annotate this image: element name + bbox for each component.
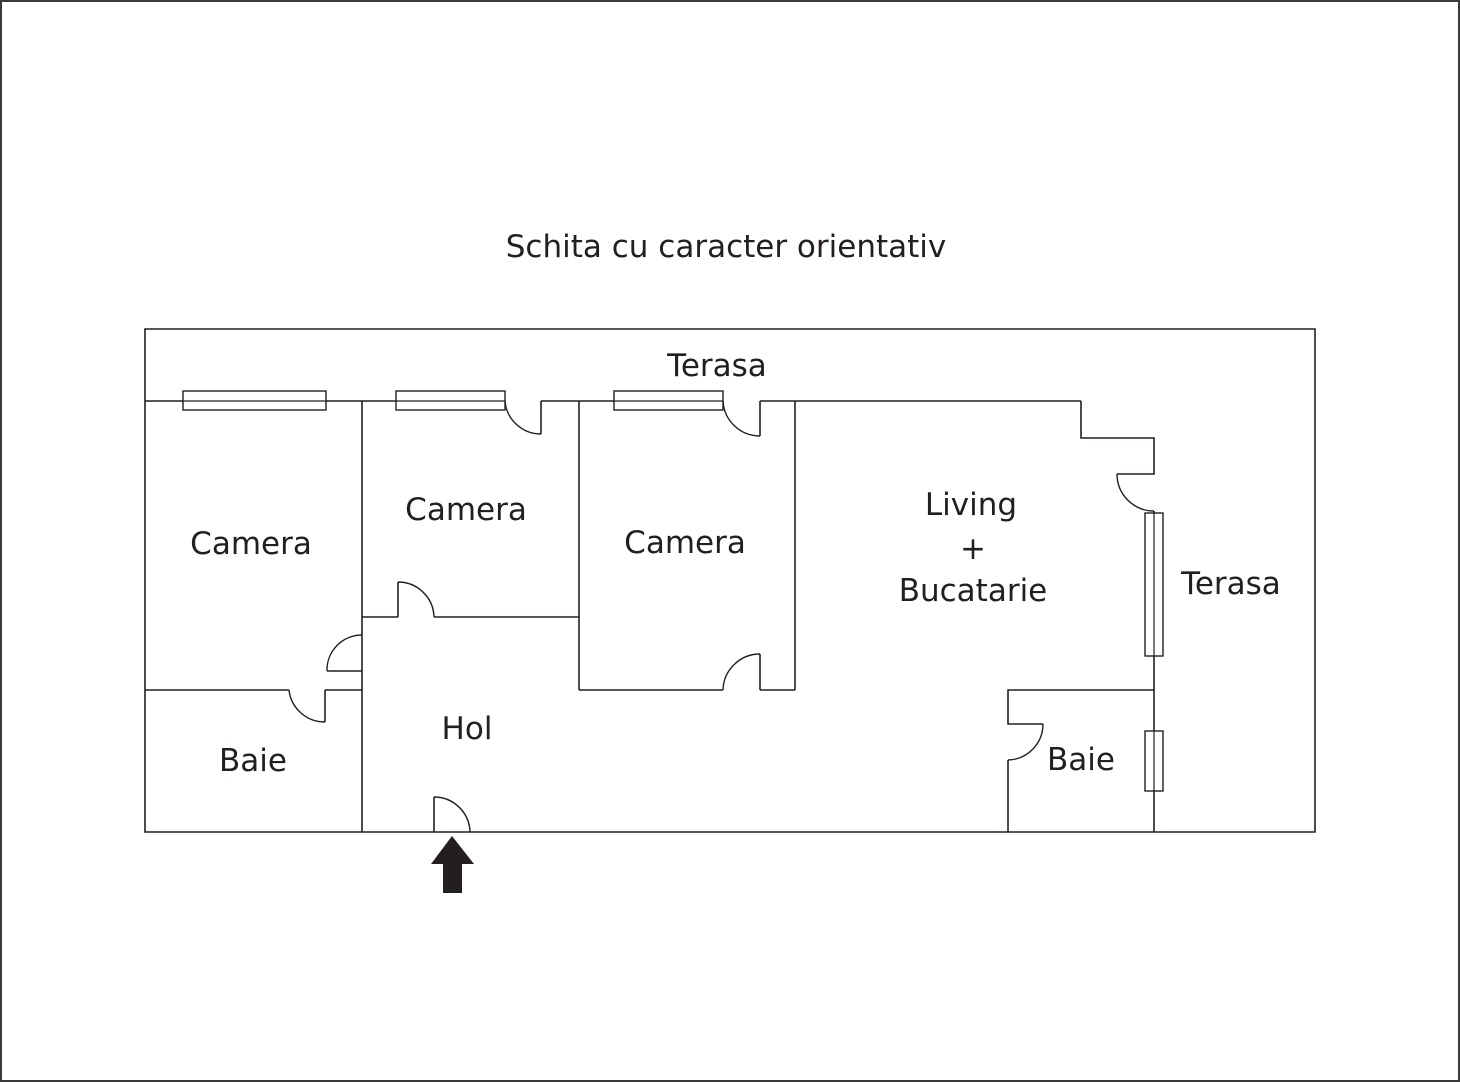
label-camera-middle: Camera — [405, 492, 527, 528]
label-living: Living — [925, 487, 1017, 523]
door-swing-camera-middle — [397, 581, 435, 618]
window-camera-left — [182, 390, 327, 411]
outer-boundary — [144, 328, 1316, 833]
window-camera-right — [613, 390, 724, 411]
window-camera-middle — [395, 390, 506, 411]
label-camera-left: Camera — [190, 526, 312, 562]
label-terasa-top: Terasa — [666, 348, 767, 384]
living-step-wall — [1080, 401, 1155, 475]
label-living-plus: + — [960, 531, 986, 567]
door-swing-living-terrace — [1116, 473, 1155, 512]
label-hol: Hol — [442, 711, 493, 747]
door-swing-entrance — [433, 796, 471, 833]
window-baie-right — [1144, 730, 1164, 792]
wall-baie-right — [1007, 689, 1154, 725]
label-terasa-right: Terasa — [1180, 566, 1281, 602]
label-camera-right: Camera — [624, 525, 746, 561]
door-swing-baie-right — [1007, 723, 1044, 761]
door-swing-camera-right — [722, 653, 761, 691]
door-swing-camera-left — [326, 634, 363, 672]
label-baie-right: Baie — [1047, 742, 1115, 778]
plan-title: Schita cu caracter orientativ — [506, 229, 947, 265]
entrance-arrow-icon — [431, 836, 474, 893]
door-swing-camera-middle-terrace — [504, 400, 542, 435]
door-swing-baie-left — [288, 689, 326, 723]
door-swing-camera-right-terrace — [722, 400, 761, 437]
label-bucatarie: Bucatarie — [899, 573, 1048, 609]
label-baie-left: Baie — [219, 743, 287, 779]
window-living — [1144, 512, 1164, 657]
